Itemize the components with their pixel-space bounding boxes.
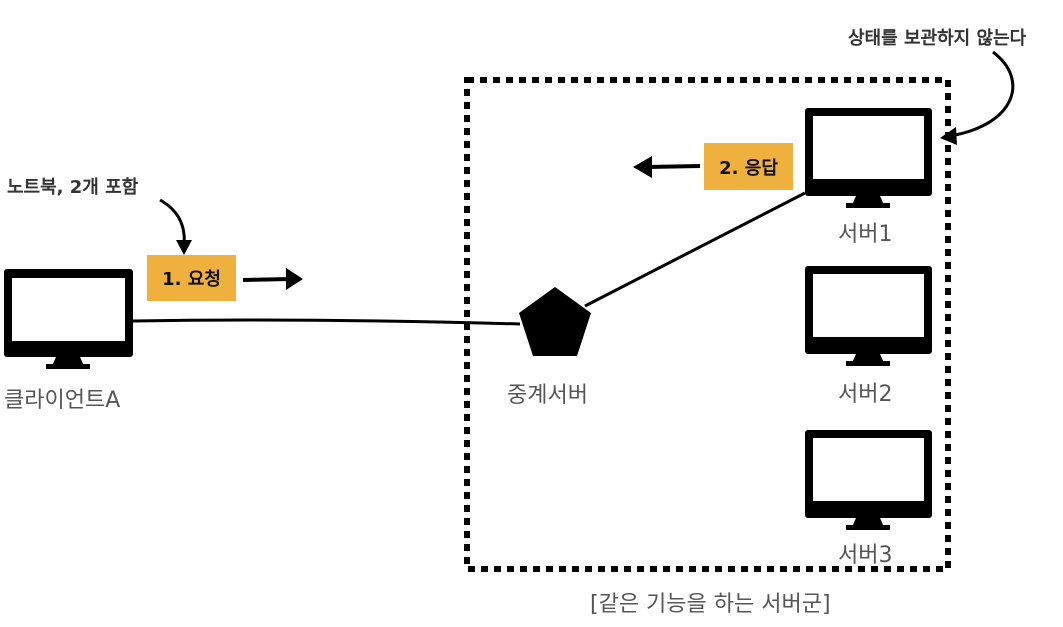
client-monitor-icon <box>4 269 133 369</box>
request-step-badge: 1. 요청 <box>147 255 236 301</box>
laptop-note: 노트북, 2개 포함 <box>7 177 139 198</box>
response-step-badge: 2. 응답 <box>704 143 793 190</box>
proxy-server1-line <box>584 191 806 308</box>
stateless-note-arrow-icon <box>940 50 1015 145</box>
proxy-label: 중계서버 <box>507 383 588 408</box>
laptop-note-arrow-icon <box>159 198 192 255</box>
client-label: 클라이언트A <box>4 388 121 413</box>
server-group-caption: [같은 기능을 하는 서버군] <box>590 592 831 617</box>
client-proxy-line <box>132 318 521 326</box>
response-arrow-icon <box>633 156 701 178</box>
proxy-pentagon-icon <box>519 287 591 356</box>
server3-monitor-icon <box>805 430 932 530</box>
server2-monitor-icon <box>805 266 932 366</box>
request-arrow-icon <box>242 268 303 290</box>
server3-label: 서버3 <box>838 543 893 568</box>
stateless-note: 상태를 보관하지 않는다 <box>848 28 1027 49</box>
server1-label: 서버1 <box>838 222 893 247</box>
server2-label: 서버2 <box>838 382 893 407</box>
server-group-border <box>464 77 951 572</box>
server1-monitor-icon <box>805 108 932 208</box>
